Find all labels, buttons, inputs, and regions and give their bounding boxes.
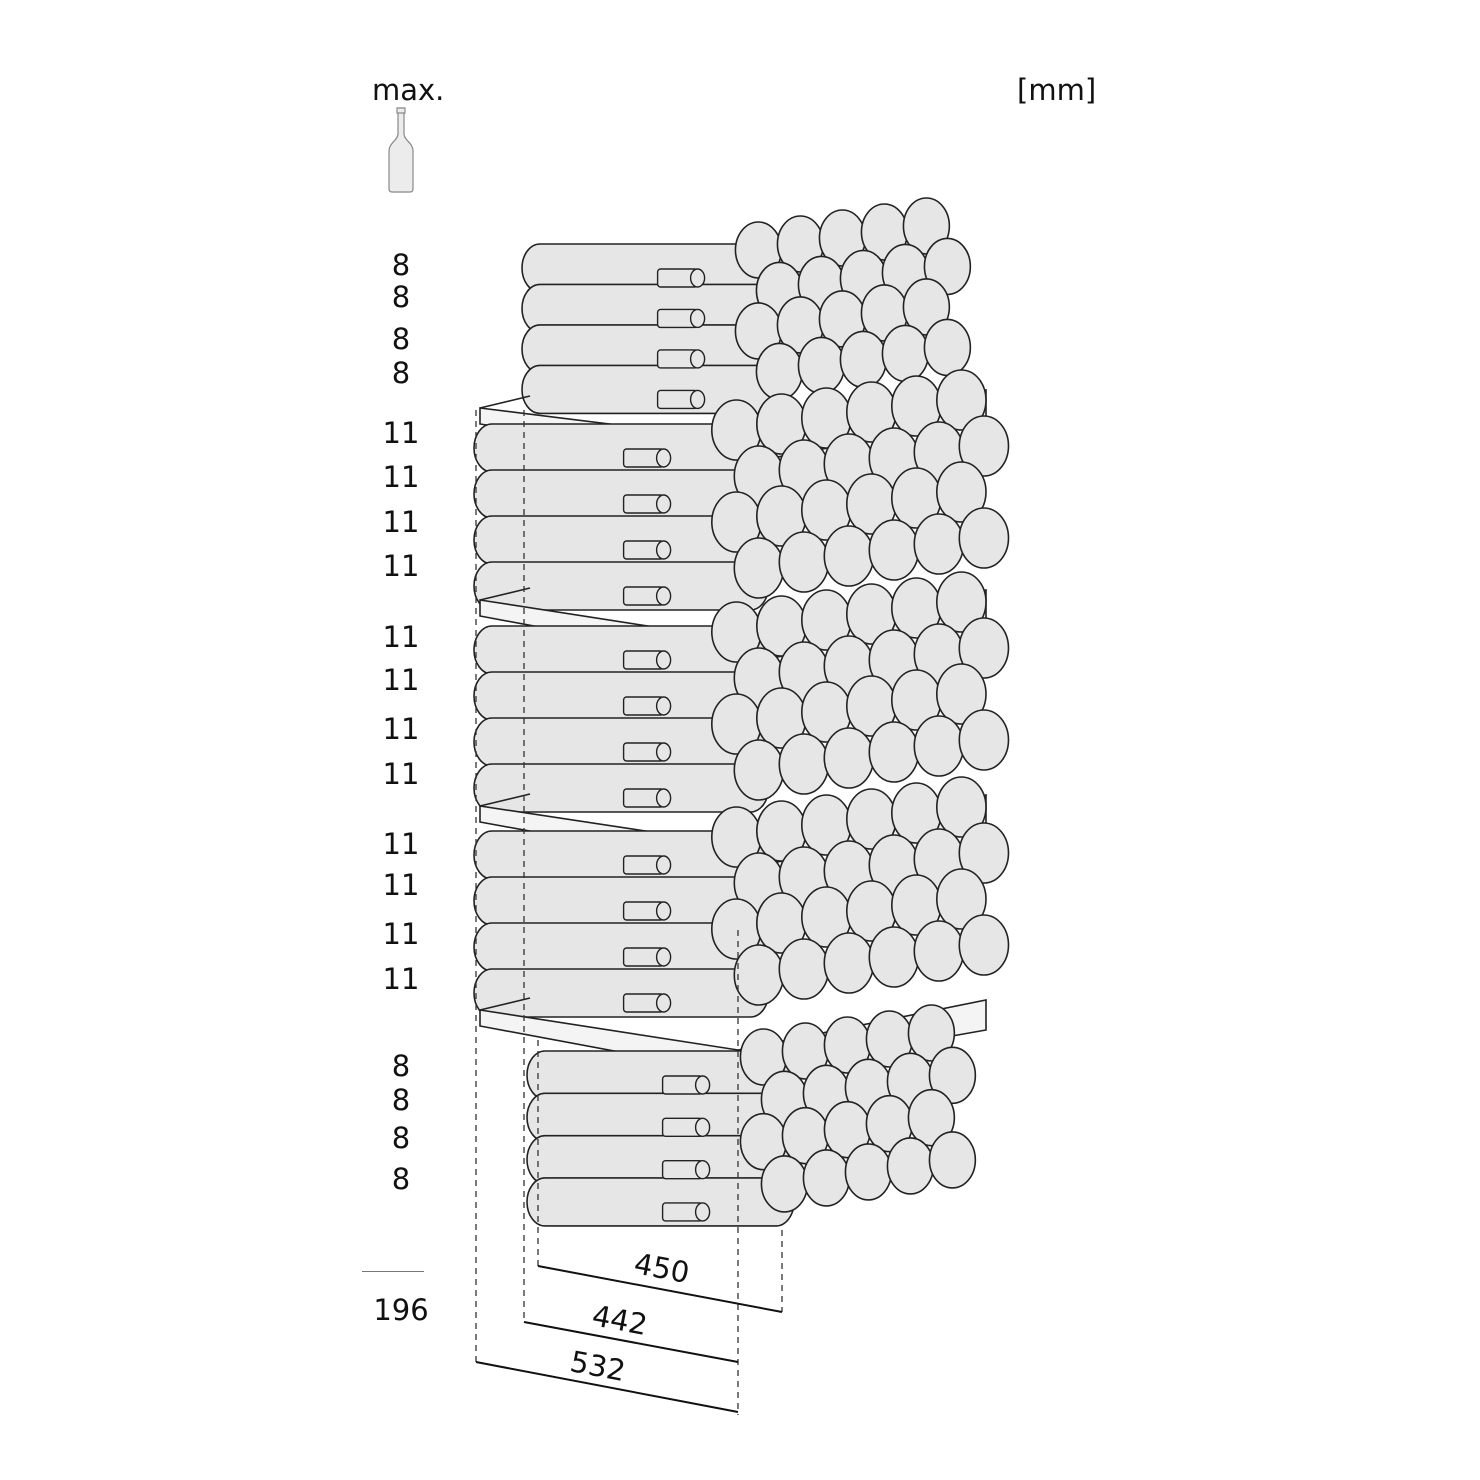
shelf-count: 11 bbox=[382, 827, 420, 861]
shelf-count: 8 bbox=[391, 1083, 411, 1117]
shelf-count: 8 bbox=[391, 1162, 411, 1196]
shelf-count: 11 bbox=[382, 757, 420, 791]
bottle-block-3 bbox=[473, 571, 1010, 813]
wine-bottle-icon bbox=[388, 107, 414, 193]
bottle-block-2 bbox=[473, 369, 1010, 611]
bottle-block-bottom bbox=[526, 1004, 977, 1227]
dim-450-label: 450 bbox=[632, 1246, 693, 1290]
shelf-count: 8 bbox=[391, 248, 411, 282]
dim-442: 442 bbox=[523, 1298, 739, 1363]
shelf-count: 8 bbox=[391, 322, 411, 356]
dashed-guides bbox=[475, 410, 783, 1415]
shelf-count: 11 bbox=[382, 460, 420, 494]
shelf-count: 11 bbox=[382, 712, 420, 746]
shelf-count: 11 bbox=[382, 505, 420, 539]
bottle-block-top bbox=[521, 197, 972, 415]
shelf-count: 8 bbox=[391, 280, 411, 314]
max-label: max. bbox=[372, 73, 445, 107]
shelf-count: 11 bbox=[382, 416, 420, 450]
shelf-count: 11 bbox=[382, 549, 420, 583]
shelf-count: 8 bbox=[391, 1121, 411, 1155]
shelf-count: 8 bbox=[391, 1049, 411, 1083]
total-bottle-count: 196 bbox=[373, 1293, 429, 1327]
dim-450: 450 bbox=[537, 1246, 783, 1313]
shelf-count: 8 bbox=[391, 356, 411, 390]
bottle-block-4 bbox=[473, 776, 1010, 1018]
shelf-count: 11 bbox=[382, 663, 420, 697]
total-rule bbox=[362, 1271, 424, 1272]
shelf-count: 11 bbox=[382, 868, 420, 902]
shelf-count: 11 bbox=[382, 917, 420, 951]
unit-label: [mm] bbox=[1017, 73, 1097, 107]
shelf-count: 11 bbox=[382, 962, 420, 996]
shelf-count: 11 bbox=[382, 620, 420, 654]
